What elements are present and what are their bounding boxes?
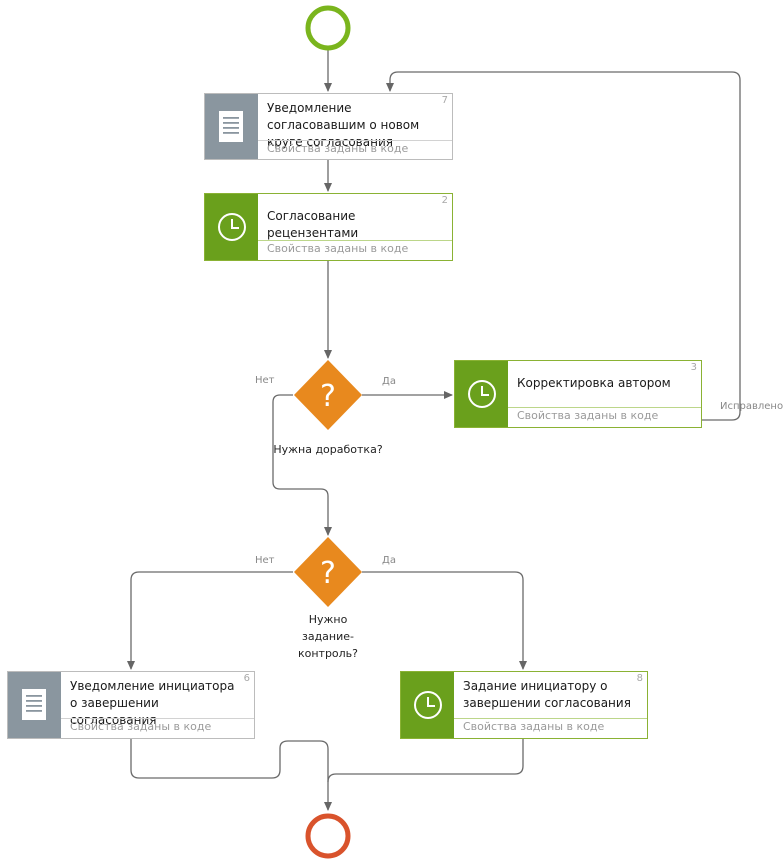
task-icon-panel <box>205 194 258 260</box>
gateway2-yes-label: Да <box>382 555 396 566</box>
flow-gateway2-no <box>127 571 293 670</box>
fixed-flow-label: Исправлено <box>720 401 784 412</box>
task-properties: Свойства заданы в коде <box>267 142 409 155</box>
flow-gateway2-yes <box>362 571 527 670</box>
task-title: Уведомление согласовавшим о новом круге … <box>267 101 420 149</box>
gateway-needs-control-task[interactable]: ? <box>294 537 362 607</box>
document-icon <box>22 689 46 720</box>
task-initiator-assignment[interactable]: Задание инициатору о завершении согласов… <box>400 671 648 739</box>
gateway1-caption: Нужна доработка? <box>273 443 383 456</box>
task-icon-panel <box>455 361 508 427</box>
task-number: 7 <box>441 95 448 106</box>
divider <box>258 240 452 241</box>
task-title: Согласование рецензентами <box>267 209 359 240</box>
task-icon-panel <box>401 672 454 738</box>
start-event[interactable] <box>305 5 351 51</box>
task-number: 2 <box>441 195 448 206</box>
task-properties: Свойства заданы в коде <box>70 720 212 733</box>
task-reviewers-approval[interactable]: Согласование рецензентами 2 Свойства зад… <box>204 193 453 261</box>
question-icon: ? <box>320 556 336 591</box>
task-number: 3 <box>690 362 697 373</box>
clock-icon <box>218 213 246 241</box>
task-properties: Свойства заданы в коде <box>267 242 409 255</box>
question-icon: ? <box>320 379 336 414</box>
flow-task8-to-end <box>327 738 524 783</box>
task-icon-panel <box>8 672 61 738</box>
task-title: Задание инициатору о завершении согласов… <box>463 679 631 710</box>
gateway2-caption: Нужно задание-контроль? <box>297 613 359 660</box>
gateway-needs-rework[interactable]: ? <box>294 360 362 430</box>
document-icon <box>219 111 243 142</box>
task-notify-approvers[interactable]: Уведомление согласовавшим о новом круге … <box>204 93 453 160</box>
task-notify-initiator[interactable]: Уведомление инициатора о завершении согл… <box>7 671 255 739</box>
task-title: Корректировка автором <box>517 376 671 390</box>
task-icon-panel <box>205 94 258 159</box>
task-properties: Свойства заданы в коде <box>517 409 659 422</box>
divider <box>454 718 647 719</box>
gateway1-yes-label: Да <box>382 376 396 387</box>
divider <box>258 140 452 141</box>
divider <box>508 407 701 408</box>
flow-fixed-loop <box>386 71 741 421</box>
divider <box>61 718 254 719</box>
task-author-correction[interactable]: Корректировка автором 3 Свойства заданы … <box>454 360 702 428</box>
gateway1-no-label: Нет <box>255 375 275 386</box>
end-event[interactable] <box>305 813 351 859</box>
task-number: 8 <box>636 673 643 684</box>
clock-icon <box>414 691 442 719</box>
task-properties: Свойства заданы в коде <box>463 720 605 733</box>
flow-gateway1-no <box>272 394 332 536</box>
gateway2-no-label: Нет <box>255 555 275 566</box>
clock-icon <box>468 380 496 408</box>
task-number: 6 <box>243 673 250 684</box>
task-title: Уведомление инициатора о завершении согл… <box>70 679 235 727</box>
flow-task6-to-end <box>130 738 332 811</box>
